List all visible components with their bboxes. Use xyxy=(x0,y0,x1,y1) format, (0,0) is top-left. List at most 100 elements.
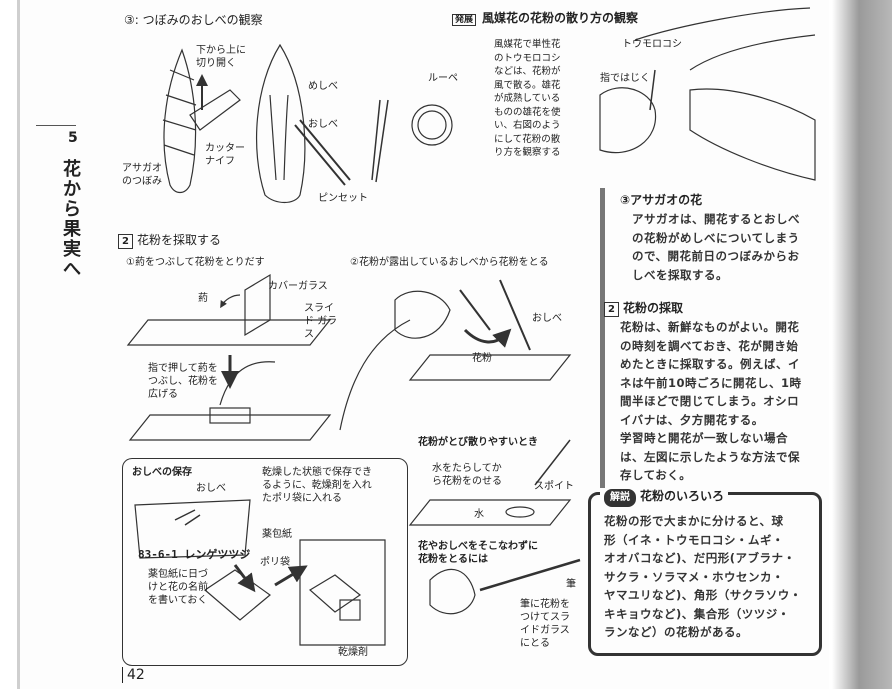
dropper-label: スポイト xyxy=(534,481,574,492)
brush-note-line: つけてスラ xyxy=(520,612,570,623)
label-stamen-2: おしべ xyxy=(532,313,562,324)
hatten-line: ものの雄花を使 xyxy=(494,106,561,118)
dry-note-line: るように、乾燥剤を入れ xyxy=(262,480,372,491)
chapter-number: 5 xyxy=(68,130,78,146)
collect-line: 学習時と開花が一致しない場合 xyxy=(620,431,788,445)
label-finger-flick: 指ではじく xyxy=(600,73,650,84)
open-bud-illustration xyxy=(255,43,306,204)
dropper xyxy=(534,439,571,486)
mg-line: しべを採取する。 xyxy=(632,267,728,282)
loupe xyxy=(411,104,453,146)
press-line: 指で押して葯を xyxy=(148,363,218,374)
hatten-line: 風で散る。雄花 xyxy=(494,79,561,91)
bud-illustration xyxy=(163,48,197,194)
scatter-title: 花粉がとび散りやすいとき xyxy=(418,437,538,448)
desiccant-label: 乾燥剤 xyxy=(338,647,368,658)
collect-title-text: 花粉の採取 xyxy=(623,301,684,315)
brush-note: 筆に花粉を つけてスラ イドガラス にとる xyxy=(520,598,570,650)
collect-line: 間半ほどで閉じてしまう。オシロ xyxy=(620,394,800,408)
mg-line: ので、開花前日のつぼみからお xyxy=(632,249,800,263)
tweezers xyxy=(294,119,351,186)
kaisetsu-line: 花粉の形で大まかに分けると、球 xyxy=(604,514,784,528)
kaisetsu-badge: 解説 xyxy=(604,489,636,507)
page-edge xyxy=(17,0,20,689)
chapter-rule xyxy=(36,125,76,126)
no-damage-line: 花粉をとるには xyxy=(418,554,488,565)
collect-line: の時刻を調べておき、花が開き始 xyxy=(620,338,799,353)
label-slide-glass: スライド ガラス xyxy=(304,303,338,340)
kaisetsu-line: 形（イネ・トウモロコシ・ムギ・ xyxy=(604,532,784,547)
section2-sub1: ①葯をつぶして花粉をとりだす xyxy=(126,257,265,268)
slide-glass-3 xyxy=(408,354,572,381)
label-corn: トウモロコシ xyxy=(622,39,682,50)
hand-left xyxy=(599,87,657,154)
storage-stamen-label: おしべ xyxy=(196,483,226,494)
section2-title: 2 花粉を採取する xyxy=(118,232,221,249)
water-note: 水をたらしてか ら花粉をのせる xyxy=(432,462,502,488)
section2-sub2: ②花粉が露出しているおしべから花粉をとる xyxy=(350,257,549,268)
label-press: 指で押して葯を つぶし、花粉を 広げる xyxy=(148,362,218,401)
hatten-line: のトウモロコシ xyxy=(494,52,561,64)
lily-stem xyxy=(339,319,411,431)
label-bud: アサガオ のつぼみ xyxy=(122,163,162,187)
section2-number: 2 xyxy=(118,234,133,249)
brush-note-line: 筆に花粉を xyxy=(520,599,570,610)
hand-right xyxy=(689,88,816,181)
folded-paper xyxy=(204,569,271,621)
mg-line: の花粉がめしべについてしまう xyxy=(632,230,800,245)
no-damage-title: 花やおしべをそこなわずに 花粉をとるには xyxy=(418,540,538,566)
medicine-paper xyxy=(134,499,251,559)
kaisetsu-header: 解説花粉のいろいろ xyxy=(600,488,729,507)
cover-glass xyxy=(244,273,271,337)
lily-flower xyxy=(394,290,451,339)
date-note-line: けと花の名前 xyxy=(148,582,208,593)
paper-label: 薬包紙 xyxy=(262,529,292,540)
date-note: 薬包紙に日づ けと花の名前 を書いておく xyxy=(148,568,208,607)
hatten-line: 風媒花で単性花 xyxy=(494,39,561,50)
storage-box xyxy=(122,458,408,666)
label-tweezers: ピンセット xyxy=(318,193,368,204)
kaisetsu-line: ランなど）の花粉がある。 xyxy=(604,625,748,639)
cutter-knife xyxy=(189,89,241,131)
kaisetsu-line: キキョウなど)、集合形（ツツジ・ xyxy=(604,606,790,621)
date-note-line: を書いておく xyxy=(148,595,208,606)
right-column-bar xyxy=(600,188,605,488)
hatten-text: 風媒花で単性花 のトウモロコシ などは、花粉が 風で散る。雄花 が成熟している … xyxy=(494,38,561,160)
bag-label: ポリ袋 xyxy=(260,557,290,568)
hatten-line: にして花粉の散 xyxy=(494,133,561,145)
collect-text: 花粉は、新鮮なものがよい。開花 の時刻を調べておき、花が開き始 めたときに採取す… xyxy=(620,318,802,485)
press-line: つぶし、花粉を xyxy=(148,376,218,387)
storage-title: おしべの保存 xyxy=(132,467,192,478)
hatten-line: が成熟している xyxy=(494,93,561,104)
water-label: 水 xyxy=(474,509,484,520)
kaisetsu-line: ヤマユリなど)、角形（サクラソウ・ xyxy=(604,588,802,602)
collect-line: は、左図に示したような方法で保 xyxy=(620,449,800,464)
kaisetsu-line: サクラ・ソラマメ・ホウセンカ・ xyxy=(604,569,784,584)
hatten-title: 風媒花の花粉の散り方の観察 xyxy=(482,11,639,25)
kaisetsu-text: 花粉の形で大まかに分けると、球 形（イネ・トウモロコシ・ムギ・ オオバコなど)、… xyxy=(604,512,802,642)
page-gutter-shadow xyxy=(832,0,892,689)
brush-note-line: にとる xyxy=(520,638,550,649)
collect-line: 花粉は、新鮮なものがよい。開花 xyxy=(620,320,800,334)
collect-line: ネは午前10時ごろに開花し、1時 xyxy=(620,375,802,390)
corn-tassel xyxy=(634,7,816,71)
lily-flower-2 xyxy=(429,568,476,615)
brush-label: 筆 xyxy=(566,579,576,590)
kaisetsu-line: オオバコなど)、だ円形(アブラナ・ xyxy=(604,551,796,565)
press-line: 広げる xyxy=(148,389,178,400)
label-cut-direction: 下から上に 切り開く xyxy=(196,45,246,69)
label-pollen: 花粉 xyxy=(472,353,492,364)
hatten-badge: 発展 xyxy=(452,14,477,26)
label-stamen: おしべ xyxy=(308,119,338,130)
section2-title-text: 花粉を採取する xyxy=(137,233,222,247)
hatten-line: り方を観察する xyxy=(494,147,561,158)
finger xyxy=(219,361,276,406)
handwritten-label: 83-6-1 レンゲツツジ xyxy=(138,548,251,561)
water-note-line: ら花粉をのせる xyxy=(432,476,502,487)
brush-note-line: イドガラス xyxy=(520,625,570,636)
no-damage-line: 花やおしべをそこなわずに xyxy=(418,541,538,552)
slide-glass-1 xyxy=(126,319,332,346)
storage-dry-note: 乾燥した状態で保存でき るように、乾燥剤を入れ たポリ袋に入れる xyxy=(262,466,372,505)
